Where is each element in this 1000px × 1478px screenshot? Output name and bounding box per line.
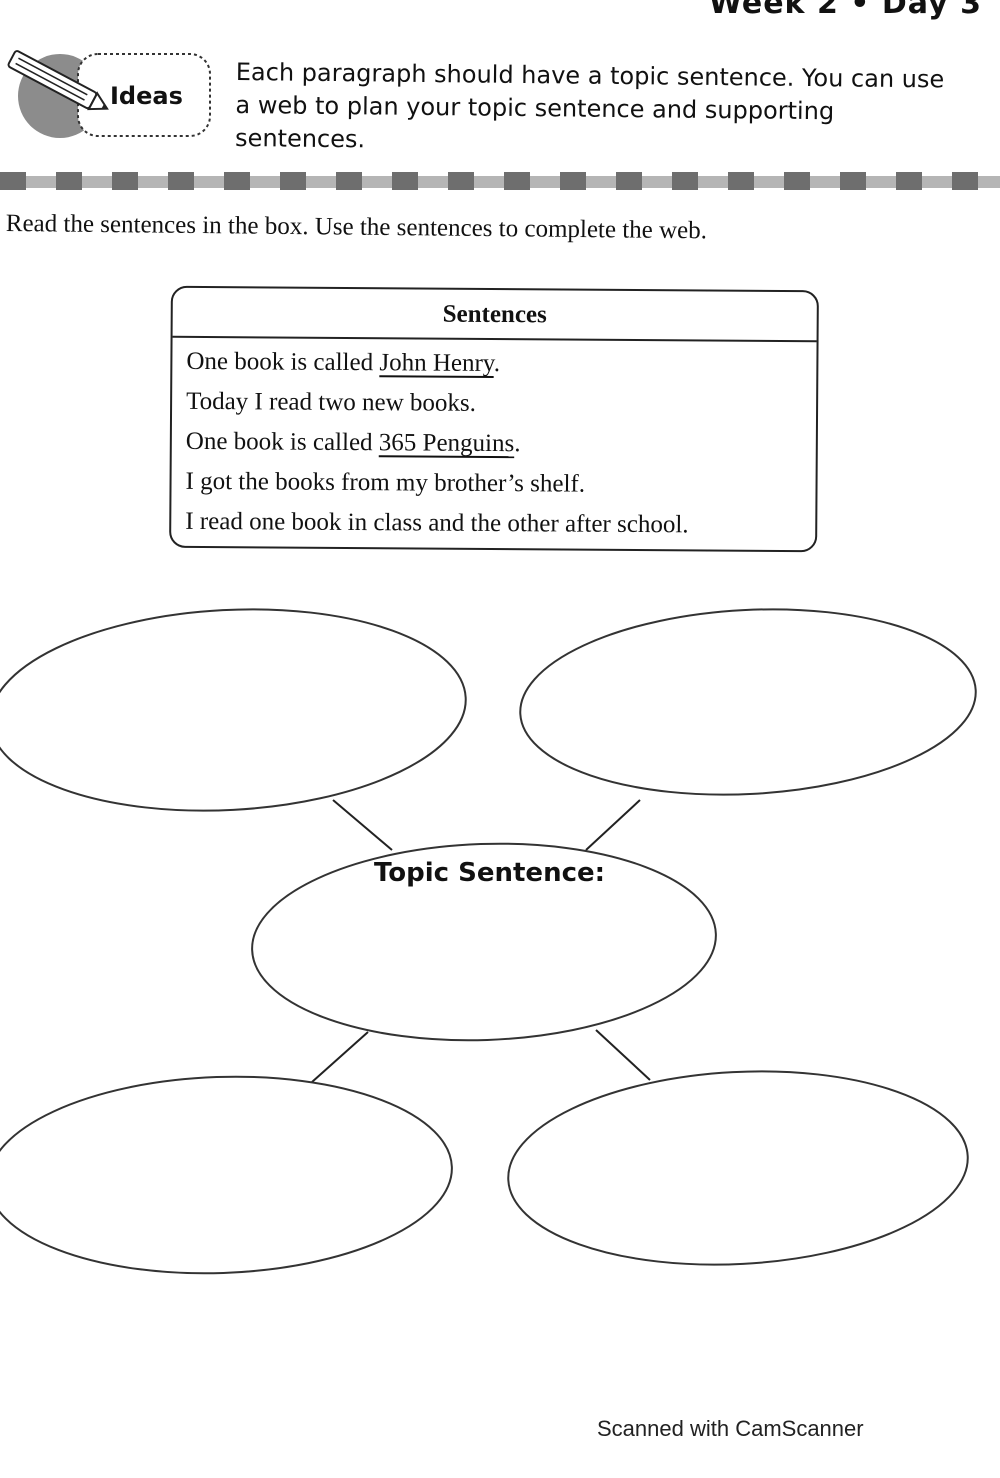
sentence-item: One book is called 365 Penguins. <box>185 427 521 458</box>
supporting-oval-top-right[interactable] <box>515 598 980 806</box>
supporting-oval-top-left[interactable] <box>0 598 471 823</box>
divider-block <box>952 172 978 190</box>
sentence-item: I got the books from my brother’s shelf. <box>185 467 586 498</box>
sentences-box-title: Sentences <box>172 287 817 343</box>
sentence-list: One book is called John Henry. Today I r… <box>171 338 816 546</box>
divider-block <box>896 172 922 190</box>
divider-block <box>56 172 82 190</box>
divider-block <box>0 172 26 190</box>
checkered-divider <box>0 172 1000 190</box>
scanner-watermark: Scanned with CamScanner <box>597 1416 864 1441</box>
divider-block <box>392 172 418 190</box>
idea-web <box>0 598 980 1281</box>
sentence-item: I read one book in class and the other a… <box>185 507 689 539</box>
divider-block <box>616 172 642 190</box>
sentences-box: Sentences One book is called John Henry.… <box>169 285 819 553</box>
ideas-label: Ideas <box>110 82 183 110</box>
divider-block <box>672 172 698 190</box>
divider-block <box>280 172 306 190</box>
divider-block <box>168 172 194 190</box>
sentence-item: Today I read two new books. <box>186 387 477 417</box>
web-connector <box>595 1029 651 1081</box>
ideas-tip-text: Each paragraph should have a topic sente… <box>234 57 945 154</box>
sentence-item: One book is called John Henry. <box>186 347 501 378</box>
divider-block <box>840 172 866 190</box>
web-connector <box>311 1031 369 1083</box>
divider-block <box>112 172 138 190</box>
topic-sentence-oval[interactable] <box>249 836 720 1048</box>
instruction-text: Read the sentences in the box. Use the s… <box>5 210 708 245</box>
topic-sentence-label: Topic Sentence: <box>374 858 606 888</box>
web-connector <box>332 799 393 851</box>
divider-block <box>728 172 754 190</box>
supporting-oval-bottom-right[interactable] <box>503 1060 972 1276</box>
divider-block <box>784 172 810 190</box>
divider-block <box>224 172 250 190</box>
divider-block <box>504 172 530 190</box>
week-day-heading: Week 2 • Day 3 <box>708 0 982 21</box>
pencil-icon <box>7 50 211 138</box>
book-title: 365 Penguins <box>378 429 515 458</box>
divider-block <box>448 172 474 190</box>
divider-block <box>336 172 362 190</box>
divider-block <box>560 172 586 190</box>
supporting-oval-bottom-left[interactable] <box>0 1069 455 1281</box>
web-connector <box>585 799 641 851</box>
book-title: John Henry <box>379 349 494 377</box>
